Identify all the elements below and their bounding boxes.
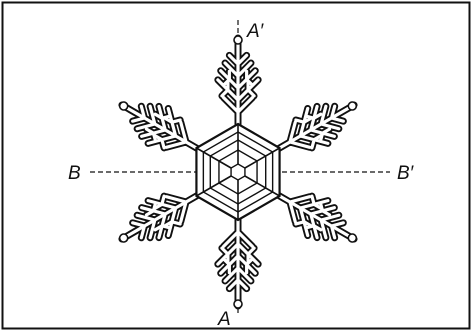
label-a-bottom: A bbox=[217, 309, 231, 330]
label-a-top: A′ bbox=[246, 21, 265, 42]
label-b-left: B bbox=[68, 163, 81, 184]
label-b-right: B′ bbox=[397, 163, 415, 184]
